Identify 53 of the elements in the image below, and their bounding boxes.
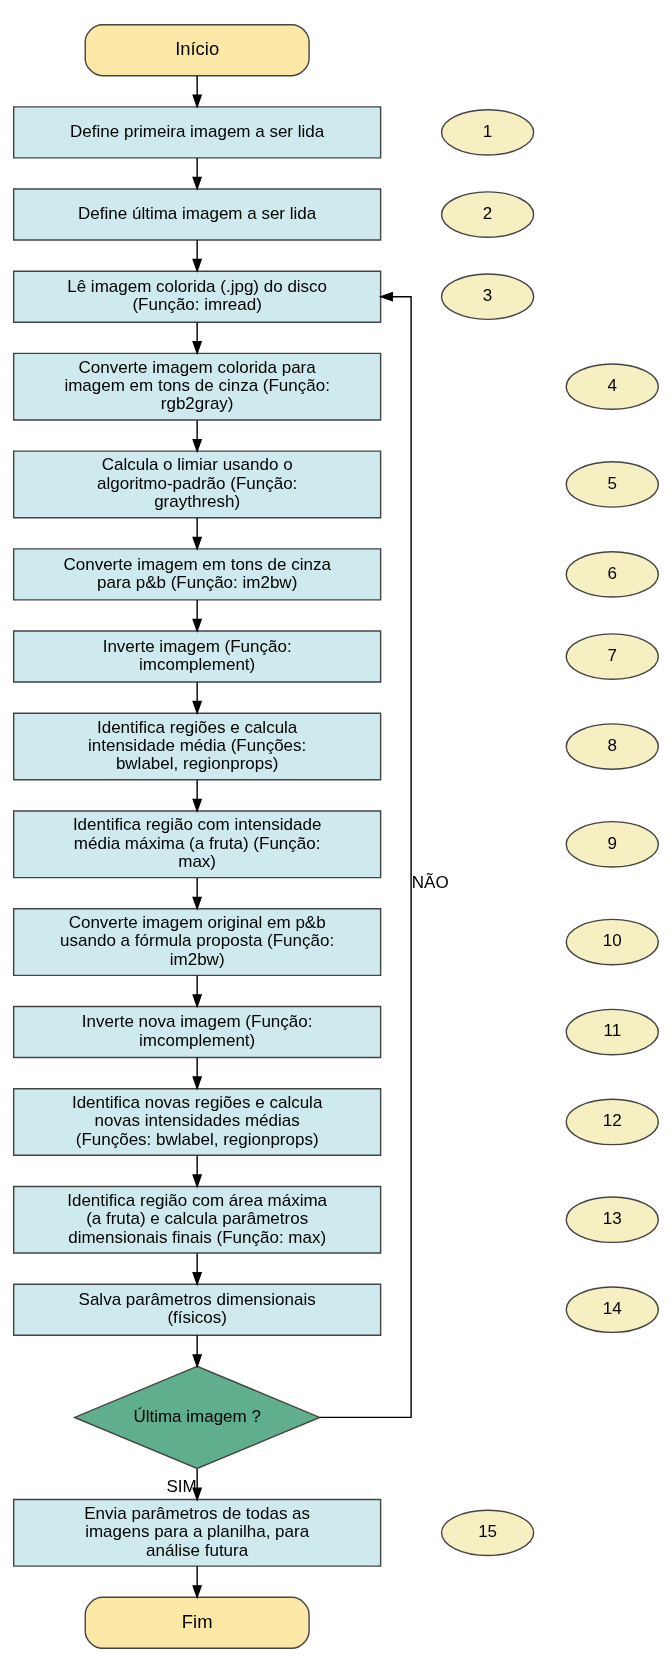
node-ellipse: 13: [565, 1195, 660, 1243]
arrow: [192, 1565, 203, 1599]
node-box: Define última imagem a ser lida: [12, 187, 382, 241]
node-ellipse: 10: [565, 918, 660, 965]
arrow: [192, 419, 203, 453]
node-ellipse: 6: [565, 550, 660, 598]
arrow: [192, 680, 203, 715]
node-ellipse: 11: [565, 1008, 660, 1055]
arrow: [192, 1252, 203, 1286]
node-ellipse: 4: [565, 362, 660, 410]
arrow: [192, 1334, 203, 1368]
node-ellipse: 2: [440, 190, 535, 238]
node-ellipse: 3: [440, 272, 535, 320]
node-ellipse: 7: [565, 632, 660, 680]
node-box: Calcula o limiar usando o algoritmo-padrão (Função: graythresh): [12, 449, 382, 518]
arrow: [192, 238, 203, 273]
node-box: Inverte imagem (Função: imcomplement): [12, 629, 382, 683]
arrow: [192, 156, 203, 191]
node-diamond: Última imagem ?: [72, 1365, 322, 1469]
node-box: Fim: [84, 1596, 310, 1649]
arrow: [192, 778, 203, 813]
node-box: Inverte nova imagem (Função: imcomplement): [12, 1005, 382, 1058]
node-box: Salva parâmetros dimensionais (físicos): [12, 1283, 382, 1336]
node-ellipse: 9: [565, 820, 660, 868]
arrow: [192, 1056, 203, 1090]
arrow: [192, 1154, 203, 1189]
arrow: [192, 974, 203, 1008]
node-box: Envia parâmetros de todas as imagens para a planilha, para análise futura: [12, 1498, 382, 1567]
node-box: Identifica regiões e calcula intensidade média (Funções: bwlabel, regionprops): [12, 712, 382, 781]
arrow: [319, 291, 412, 1418]
node-ellipse: 1: [440, 108, 535, 156]
arrow: [192, 1467, 203, 1502]
node-ellipse: 8: [565, 722, 660, 770]
arrow: [192, 516, 203, 551]
node-box: Identifica novas regiões e calcula novas intensidades médias (Funções: bwlabel, regionprops): [12, 1087, 382, 1156]
node-ellipse: 14: [565, 1285, 660, 1333]
node-ellipse: 5: [565, 460, 660, 508]
arrow: [192, 598, 203, 633]
node-ellipse: 15: [440, 1509, 535, 1556]
node-box: Lê imagem colorida (.jpg) do disco (Função: imread): [12, 270, 382, 323]
node-box: Converte imagem colorida para imagem em tons de cinza (Função: rgb2gray): [12, 352, 382, 421]
node-box: Converte imagem em tons de cinza para p&b (Função: im2bw): [12, 547, 382, 601]
node-ellipse: 12: [565, 1098, 660, 1145]
node-box: Identifica região com área máxima (a fruta) e calcula parâmetros dimensionais finais (Função: max): [12, 1185, 382, 1254]
arrow: [192, 876, 203, 911]
edge-label: SIM: [166, 1476, 197, 1496]
node-box: Converte imagem original em p&b usando a fórmula proposta (Função: im2bw): [12, 907, 382, 976]
node-box: Identifica região com intensidade média máxima (a fruta) (Função: max): [12, 809, 382, 878]
edge-label: NÃO: [411, 872, 449, 892]
node-box: Início: [84, 23, 310, 76]
arrow: [192, 321, 203, 355]
arrow: [192, 74, 203, 109]
node-box: Define primeira imagem a ser lida: [12, 105, 382, 159]
